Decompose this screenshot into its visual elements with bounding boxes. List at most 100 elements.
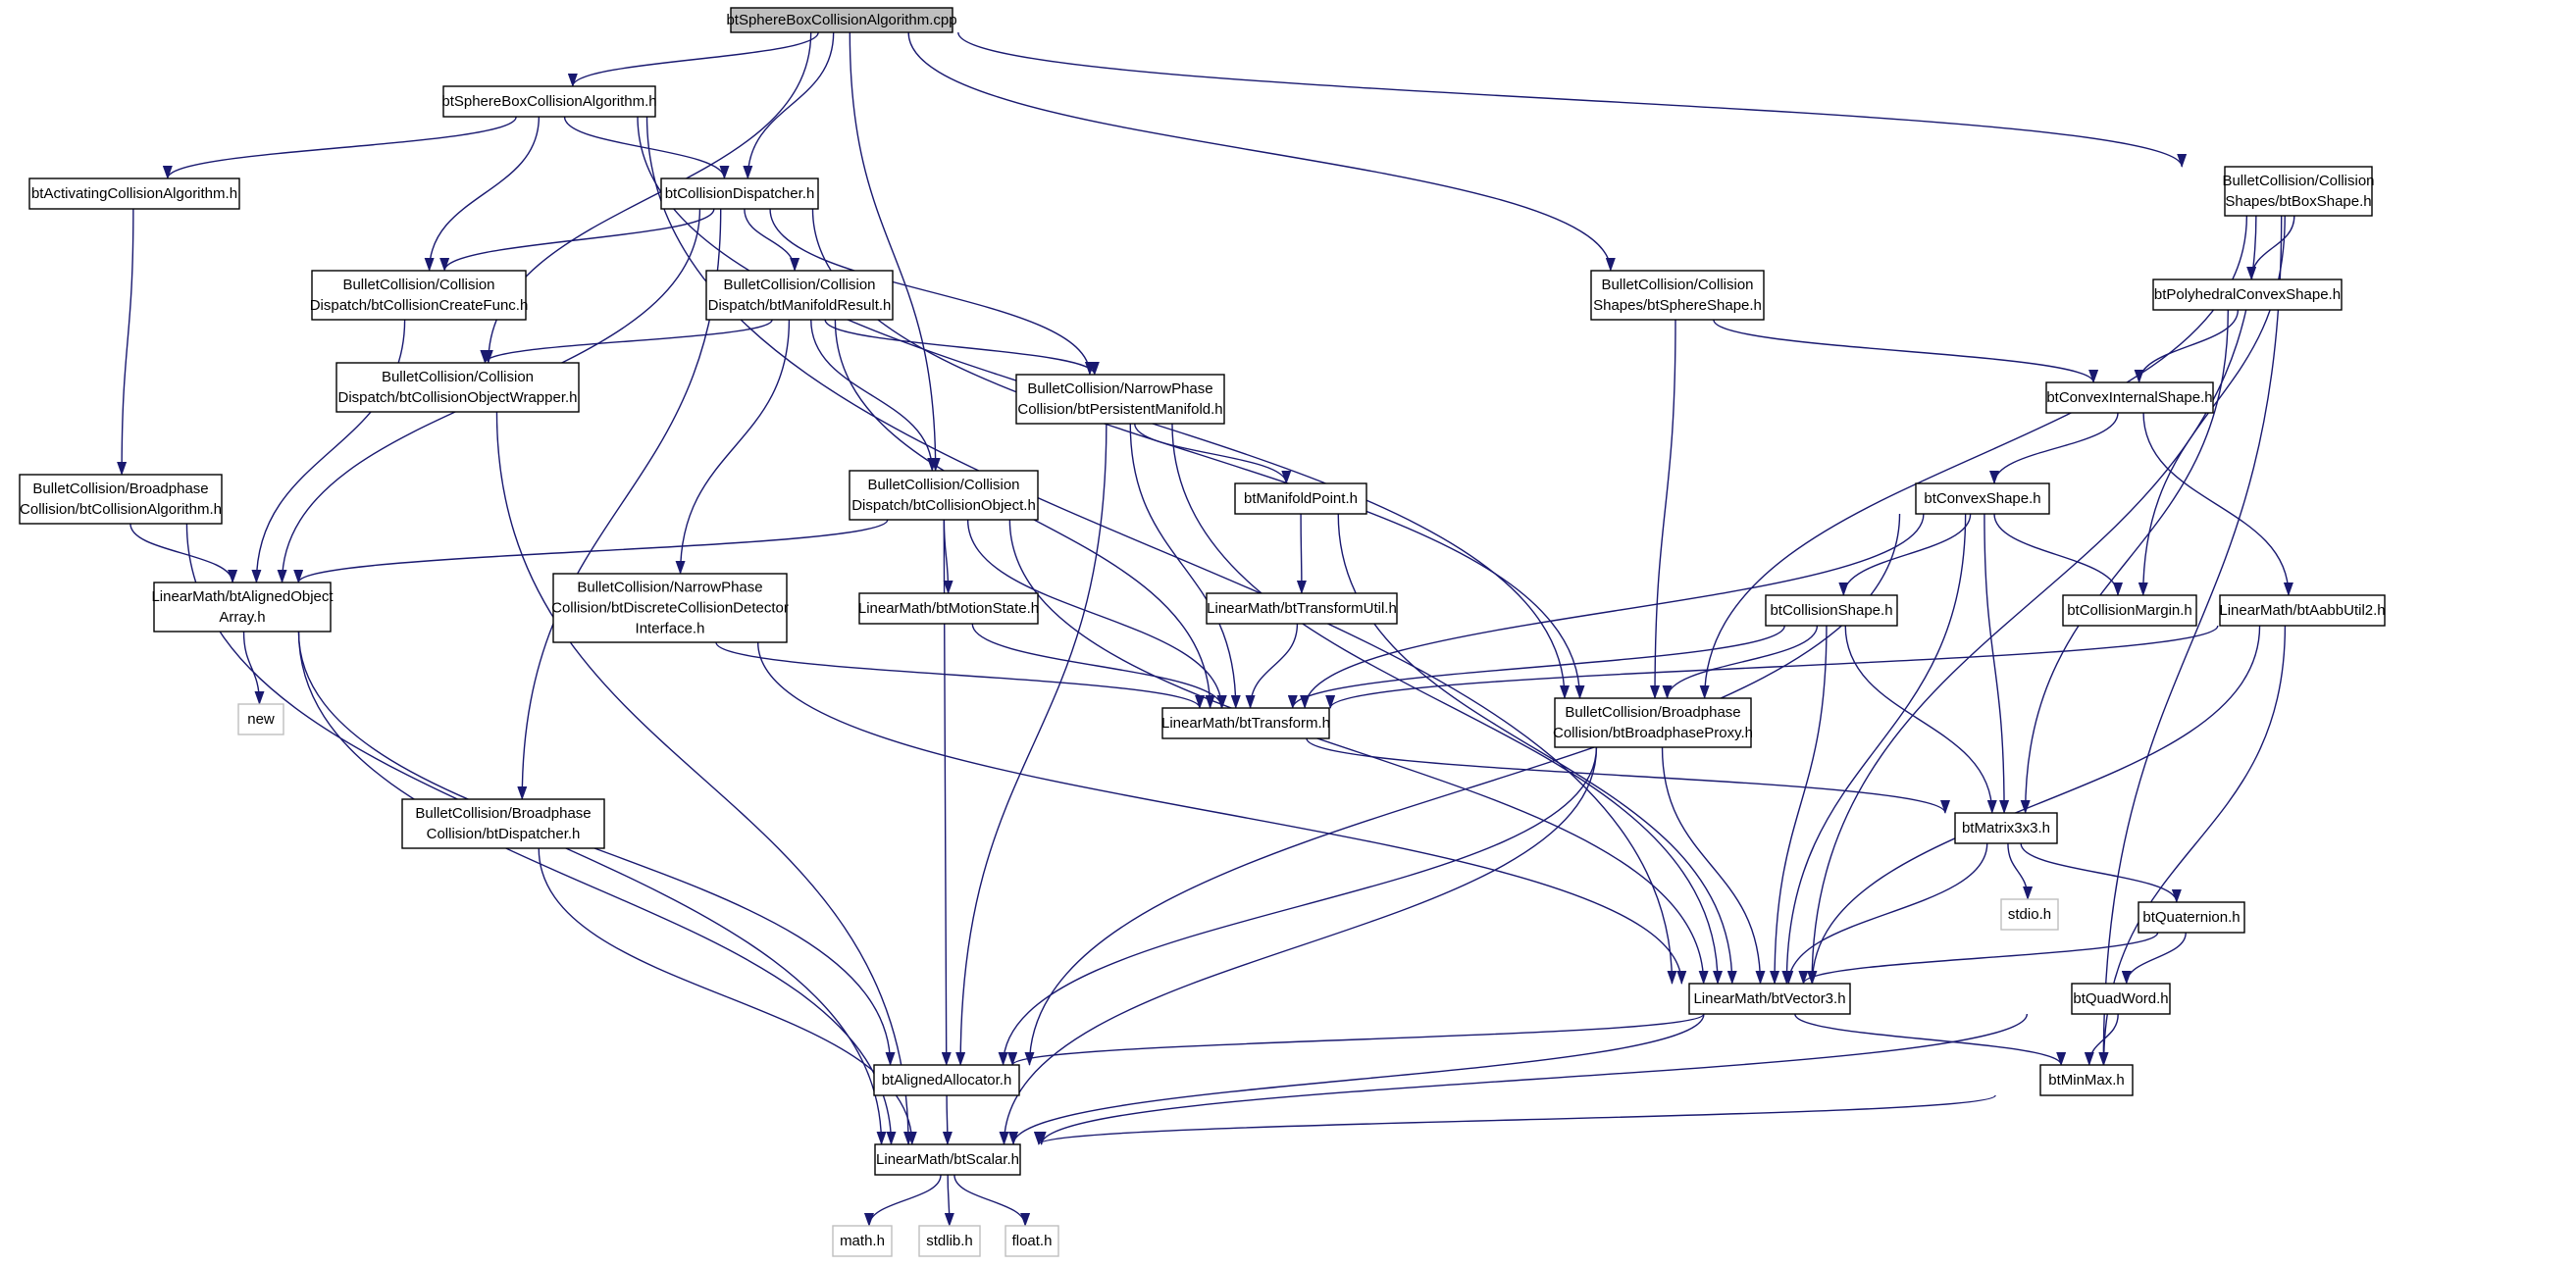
node-manifoldresult-box: [705, 270, 894, 321]
node-sphereshape-label-line-1: BulletCollision/Collision: [1601, 277, 1753, 293]
node-broadphaseproxy[interactable]: BulletCollision/BroadphaseCollision/btBr…: [1553, 697, 1753, 748]
node-discrete[interactable]: BulletCollision/NarrowPhaseCollision/btD…: [551, 573, 789, 643]
node-root-label-line-1: btSphereBoxCollisionAlgorithm.cpp: [726, 12, 956, 28]
edge-transformutil-to-transform: [1245, 623, 1299, 709]
node-float-box: [1005, 1225, 1059, 1257]
node-collisionshape-label-line-1: btCollisionShape.h: [1770, 602, 1892, 619]
node-root[interactable]: btSphereBoxCollisionAlgorithm.cpp: [726, 7, 957, 33]
node-colalgo-box: [19, 474, 223, 525]
node-quadword-box: [2071, 983, 2171, 1015]
edge-polyhedral-to-matrix3x3: [2020, 309, 2230, 814]
node-colalgo[interactable]: BulletCollision/BroadphaseCollision/btCo…: [19, 474, 223, 525]
edge-broadphaseproxy-to-vector3: [1661, 746, 1766, 985]
node-polyhedral[interactable]: btPolyhedralConvexShape.h: [2152, 279, 2343, 311]
node-convexshape-label-line-1: btConvexShape.h: [1924, 490, 2040, 507]
node-alignedalloc-box: [873, 1064, 1020, 1096]
node-stdlib: stdlib.h: [918, 1225, 981, 1257]
edge-quadword-to-minmax: [2084, 1013, 2119, 1066]
node-colalgo-label-line-2: Collision/btCollisionAlgorithm.h: [20, 501, 222, 518]
node-minmax-label-line-1: btMinMax.h: [2048, 1072, 2125, 1089]
node-createfunc-label-line-2: Dispatch/btCollisionCreateFunc.h: [310, 297, 529, 314]
node-alignedalloc[interactable]: btAlignedAllocator.h: [873, 1064, 1020, 1096]
edge-root-to-dispatcher_h: [743, 31, 835, 179]
node-polyhedral-box: [2152, 279, 2343, 311]
edge-dispatcher_h-to-bp_dispatcher: [517, 208, 722, 800]
edge-convexinternal-to-convexshape: [1989, 412, 2119, 484]
edge-manifoldresult-to-objwrapper: [480, 319, 773, 364]
edge-convexshape-to-vector3: [1781, 513, 1967, 985]
node-broadphaseproxy-label-line-2: Collision/btBroadphaseProxy.h: [1553, 725, 1753, 741]
node-alignedarray-box: [153, 582, 332, 633]
node-stdlib-box: [918, 1225, 981, 1257]
node-manifoldresult-label-line-2: Dispatch/btManifoldResult.h: [708, 297, 892, 314]
node-transform-label-line-1: LinearMath/btTransform.h: [1161, 715, 1330, 732]
node-transformutil[interactable]: LinearMath/btTransformUtil.h: [1206, 592, 1398, 625]
node-boxshape-label-line-1: BulletCollision/Collision: [2222, 173, 2374, 189]
node-colobject-label-line-2: Dispatch/btCollisionObject.h: [851, 497, 1036, 514]
node-manifoldpoint[interactable]: btManifoldPoint.h: [1234, 482, 1367, 515]
node-manifoldresult[interactable]: BulletCollision/CollisionDispatch/btMani…: [705, 270, 894, 321]
edge-motionstate-to-transform: [971, 623, 1227, 709]
node-aabbutil[interactable]: LinearMath/btAabbUtil2.h: [2219, 594, 2386, 627]
node-objwrapper-label-line-1: BulletCollision/Collision: [382, 369, 534, 385]
node-bp_dispatcher[interactable]: BulletCollision/BroadphaseCollision/btDi…: [401, 798, 605, 849]
node-quadword[interactable]: btQuadWord.h: [2071, 983, 2171, 1015]
node-bp_dispatcher-label-line-1: BulletCollision/Broadphase: [415, 805, 591, 822]
edge-vector3-to-minmax: [1794, 1013, 2067, 1066]
node-boxshape[interactable]: BulletCollision/CollisionShapes/btBoxSha…: [2222, 166, 2375, 217]
node-activating[interactable]: btActivatingCollisionAlgorithm.h: [28, 177, 240, 210]
node-sbca_h[interactable]: btSphereBoxCollisionAlgorithm.h: [441, 85, 657, 118]
node-colobject[interactable]: BulletCollision/CollisionDispatch/btColl…: [849, 470, 1039, 521]
node-discrete-box: [552, 573, 788, 643]
edge-dispatcher_h-to-createfunc: [439, 208, 715, 272]
node-vector3[interactable]: LinearMath/btVector3.h: [1688, 983, 1851, 1015]
node-dispatcher_h[interactable]: btCollisionDispatcher.h: [660, 177, 819, 210]
node-aabbutil-label-line-1: LinearMath/btAabbUtil2.h: [2219, 602, 2385, 619]
edge-matrix3x3-to-vector3: [1783, 842, 1988, 985]
node-transformutil-label-line-1: LinearMath/btTransformUtil.h: [1207, 600, 1397, 617]
node-quaternion[interactable]: btQuaternion.h: [2138, 901, 2245, 934]
edge-convexinternal-to-aabbutil: [2142, 412, 2293, 596]
node-createfunc-label-line-1: BulletCollision/Collision: [342, 277, 494, 293]
node-objwrapper-label-line-2: Dispatch/btCollisionObjectWrapper.h: [337, 389, 577, 406]
node-minmax[interactable]: btMinMax.h: [2039, 1064, 2134, 1096]
edge-transform-to-matrix3x3: [1306, 737, 1950, 814]
node-motionstate[interactable]: LinearMath/btMotionState.h: [858, 592, 1039, 625]
node-createfunc[interactable]: BulletCollision/CollisionDispatch/btColl…: [310, 270, 529, 321]
edge-manifoldresult-to-discrete: [675, 319, 791, 575]
node-polyhedral-label-line-1: btPolyhedralConvexShape.h: [2154, 286, 2341, 303]
node-stdio: stdio.h: [2000, 898, 2059, 931]
node-collisionmargin[interactable]: btCollisionMargin.h: [2062, 594, 2197, 627]
edge-alignedarray-to-scalar: [297, 631, 897, 1145]
node-broadphaseproxy-label-line-1: BulletCollision/Broadphase: [1565, 704, 1740, 721]
node-minmax-box: [2039, 1064, 2134, 1096]
node-persistent[interactable]: BulletCollision/NarrowPhaseCollision/btP…: [1015, 374, 1225, 425]
edge-polyhedral-to-convexinternal: [2134, 309, 2240, 383]
node-dispatcher_h-box: [660, 177, 819, 210]
edge-alignedalloc-to-scalar: [942, 1094, 953, 1145]
node-manifoldresult-label-line-1: BulletCollision/Collision: [723, 277, 875, 293]
edge-sphereshape-to-broadphaseproxy: [1650, 319, 1676, 699]
edge-sbca_h-to-activating: [162, 116, 517, 179]
node-float: float.h: [1005, 1225, 1059, 1257]
node-matrix3x3[interactable]: btMatrix3x3.h: [1954, 812, 2058, 844]
edge-persistent-to-alignedalloc: [955, 423, 1108, 1066]
edge-aabbutil-to-vector3: [1807, 625, 2261, 985]
node-objwrapper[interactable]: BulletCollision/CollisionDispatch/btColl…: [335, 362, 580, 413]
edge-minmax-to-scalar: [1034, 1094, 1996, 1145]
node-convexshape[interactable]: btConvexShape.h: [1915, 482, 2050, 515]
edge-manifoldpoint-to-transformutil: [1296, 513, 1307, 594]
edge-convexshape-to-transform: [1300, 513, 1925, 709]
node-scalar[interactable]: LinearMath/btScalar.h: [874, 1143, 1021, 1176]
node-transform[interactable]: LinearMath/btTransform.h: [1161, 707, 1330, 739]
node-convexinternal[interactable]: btConvexInternalShape.h: [2045, 381, 2214, 414]
edge-scalar-to-float: [953, 1174, 1031, 1227]
node-sphereshape[interactable]: BulletCollision/CollisionShapes/btSphere…: [1590, 270, 1765, 321]
node-discrete-label-line-3: Interface.h: [636, 621, 705, 637]
node-root-box: [730, 7, 953, 33]
node-alignedarray-label-line-2: Array.h: [219, 609, 265, 626]
edge-manifoldpoint-to-vector3: [1337, 513, 1737, 985]
node-collisionshape[interactable]: btCollisionShape.h: [1765, 594, 1898, 627]
node-motionstate-box: [858, 592, 1039, 625]
